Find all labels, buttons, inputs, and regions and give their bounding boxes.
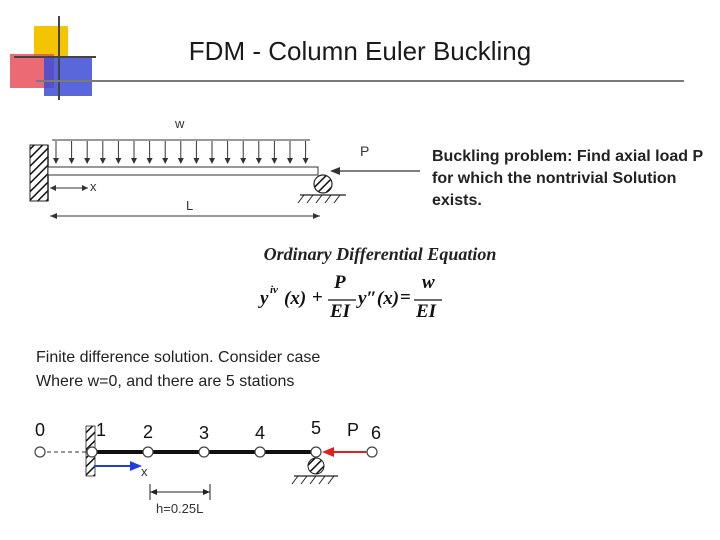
eq-rhs-num: w [422,272,435,293]
roller-support-small [307,457,325,475]
load-arrowhead [271,158,278,164]
length-arrowhead-right [313,213,320,219]
load-arrowhead [302,158,309,164]
roller-support [313,174,333,194]
eq-equals: = [400,287,411,308]
eq-frac-num: P [334,272,346,293]
slide-title: FDM - Column Euler Buckling [188,36,532,66]
spacing-label: h=0.25L [156,501,204,516]
corner-decoration [0,0,100,100]
station-node-0 [34,446,46,458]
axial-load-arrowhead-red [322,447,334,457]
x-arrowhead-blue [130,461,142,471]
station-node-1 [86,446,98,458]
fd-text-line-1: Finite difference solution. Consider cas… [36,349,321,366]
beam [47,166,319,176]
load-arrowhead [209,158,215,164]
station-node-3 [198,446,210,458]
axial-load-label-lower: P [347,420,360,440]
blue-block [44,58,92,96]
load-arrowhead [131,158,137,164]
eq-arg: (x) [284,288,307,309]
load-arrowhead [255,158,262,164]
load-arrowhead [287,158,293,164]
load-arrowhead [240,158,247,164]
ground-hatch-small [291,475,335,485]
load-arrowhead [68,158,75,164]
eq-rhs-den: EI [416,301,437,322]
station-label-0: 0 [35,420,46,440]
station-label-4: 4 [255,423,266,443]
title-underline [36,80,684,82]
station-node-4 [254,446,266,458]
station-label-3: 3 [199,423,210,443]
station-label-2: 2 [143,422,154,442]
fixed-wall [29,144,49,202]
horizontal-line [14,56,96,58]
fd-text-line-2: Where w=0, and there are 5 stations [36,373,295,390]
station-nodes [34,446,378,458]
x-label: x [90,179,97,194]
eq-y: y [260,288,269,309]
axial-load-label: P [360,143,370,159]
load-label: w [175,116,185,131]
load-arrowhead [99,158,106,164]
x-arrowhead-left [50,185,56,191]
eq-y-second: y″(x) [358,288,400,309]
eq-frac-den: EI [330,301,351,322]
load-arrowhead [193,158,200,164]
axial-load-arrowhead [330,167,340,175]
load-arrowhead [162,158,169,164]
load-arrowhead [224,158,231,164]
beam-diagram [29,139,420,219]
load-arrowhead [177,158,184,164]
eq-y-superscript: iv [270,284,278,296]
load-arrowhead [53,158,59,164]
vertical-line [58,16,60,100]
length-label: L [186,198,194,213]
buckling-problem-note: Buckling problem: Find axial load P for … [432,148,703,209]
x-arrowhead-right [82,185,88,191]
station-node-2 [142,446,154,458]
station-label-5: 5 [311,418,322,438]
load-arrows [53,141,309,164]
finite-difference-description: Finite difference solution. Consider cas… [36,346,320,394]
x-label-lower: x [141,464,148,479]
station-label-1: 1 [96,420,107,440]
spacing-arrowhead-right [203,489,210,495]
ode-title: Ordinary Differential Equation [263,244,497,264]
station-node-6 [366,446,378,458]
ground-hatch [297,194,341,204]
spacing-arrowhead-left [150,489,157,495]
stations-diagram [34,425,378,500]
load-arrowhead [84,158,91,164]
station-node-5 [310,446,322,458]
station-label-6: 6 [371,423,382,443]
eq-plus: + [312,287,323,308]
load-arrowhead [115,158,122,164]
load-arrowhead [146,158,153,164]
length-arrowhead-left [50,213,57,219]
yellow-block [34,26,68,56]
ode-equation: y iv (x) + P EI y″(x) = w EI [260,270,460,330]
